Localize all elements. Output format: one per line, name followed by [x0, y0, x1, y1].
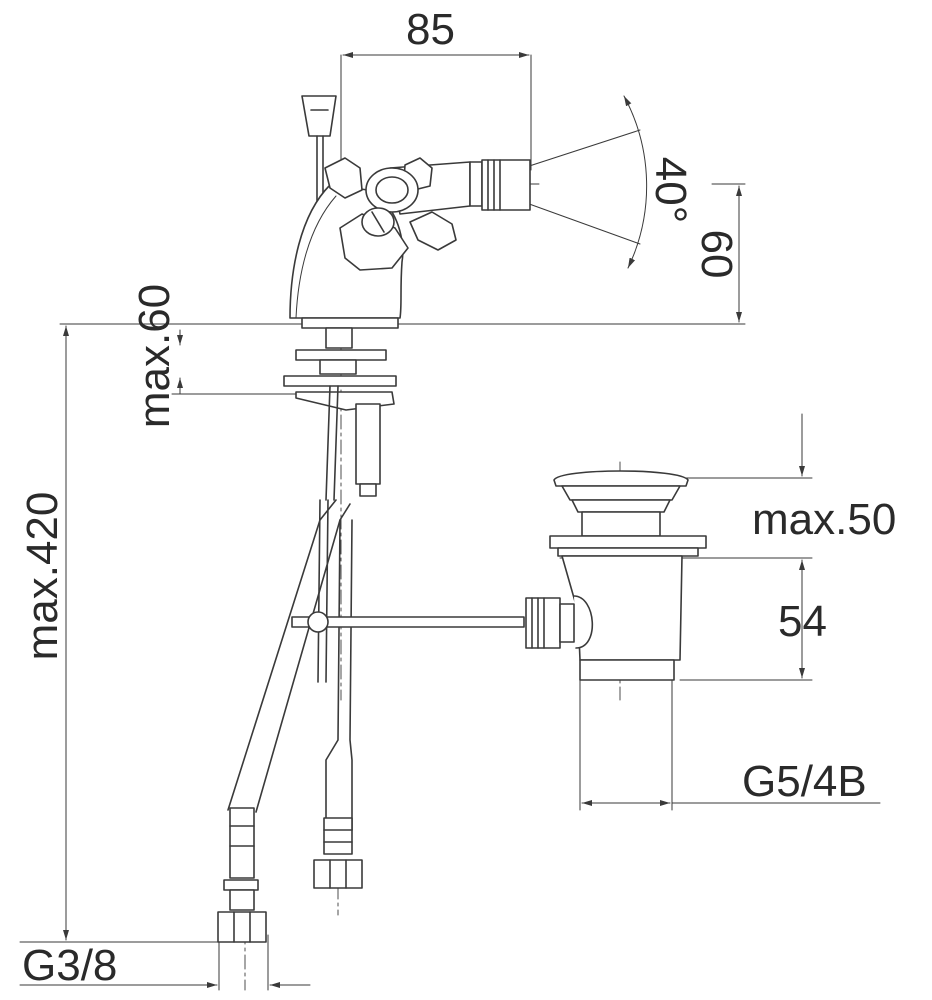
supply-pipes [227, 385, 525, 831]
cross-handle-back [324, 157, 457, 251]
hose-connector-left [217, 807, 267, 943]
dimension-swivel-angle: 40° [646, 156, 695, 224]
dimension-inlet-thread: G3/8 [22, 941, 118, 990]
dimension-spout-reach: 85 [406, 5, 455, 54]
popup-waste [525, 470, 707, 681]
dimension-overall-height: max.420 [18, 491, 67, 661]
cross-handle-front [339, 207, 409, 271]
dimension-spout-height: 60 [692, 229, 741, 279]
dimension-popup-lift: max.50 [752, 495, 897, 544]
dimension-waste-height: 54 [778, 597, 827, 646]
hose-connector-right [313, 817, 363, 889]
dimension-deck-thickness: max.60 [130, 283, 179, 429]
dimension-waste-thread: G5/4B [742, 757, 867, 806]
deck-mounting [283, 327, 397, 497]
